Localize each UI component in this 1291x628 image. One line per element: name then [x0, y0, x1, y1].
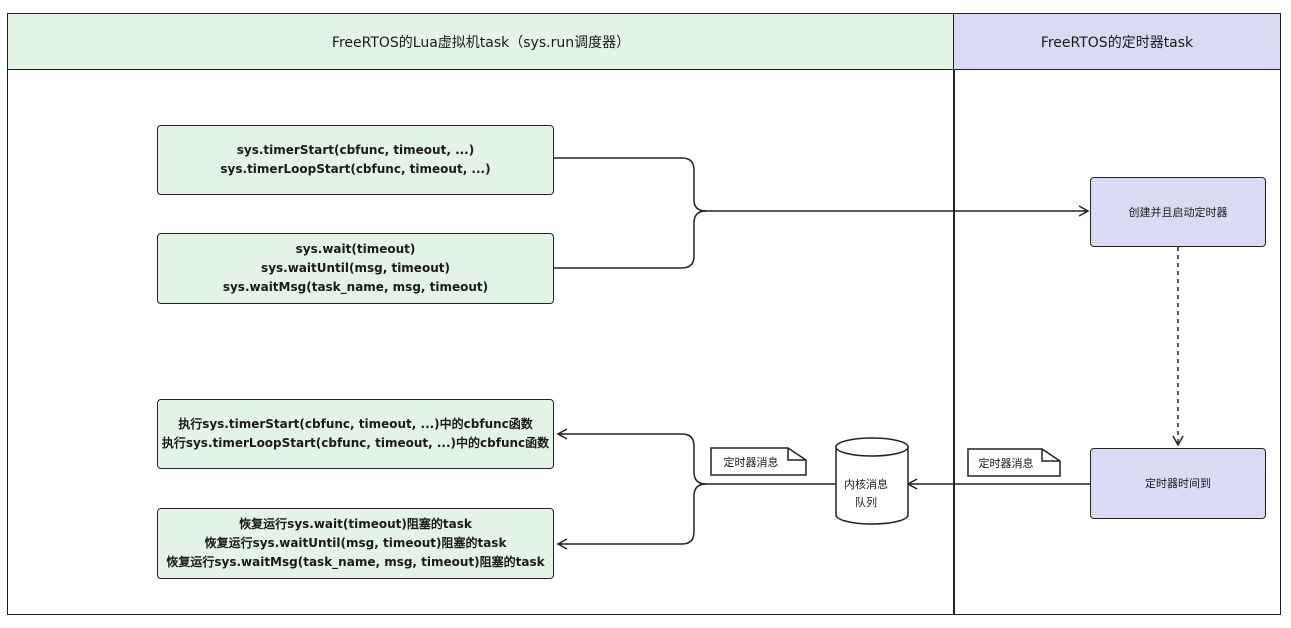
left-timer-msg-note: 定时器消息	[711, 448, 791, 475]
resume-line-3: 恢复运行sys.waitMsg(task_name, msg, timeout)…	[166, 555, 545, 569]
timer-start-box: sys.timerStart(cbfunc, timeout, ...) sys…	[157, 125, 554, 195]
kernel-queue-line-2: 队列	[855, 496, 877, 509]
wait-connector	[554, 210, 707, 269]
resume-task-box: 恢复运行sys.wait(timeout)阻塞的task 恢复运行sys.wai…	[157, 508, 554, 579]
lua-task-lane-header: FreeRTOS的Lua虚拟机task（sys.run调度器）	[7, 13, 955, 70]
exec-callback-box: 执行sys.timerStart(cbfunc, timeout, ...)中的…	[157, 399, 554, 469]
left-note-text: 定时器消息	[723, 455, 779, 469]
resume-connector	[556, 483, 707, 550]
timer-task-lane-title: FreeRTOS的定时器task	[1040, 34, 1194, 51]
create-timer-box: 创建并且启动定时器	[1090, 177, 1266, 247]
wait-line-3: sys.waitMsg(task_name, msg, timeout)	[222, 280, 489, 294]
exec-cb-line-2: 执行sys.timerLoopStart(cbfunc, timeout, ..…	[161, 436, 550, 450]
kernel-queue-label: 内核消息 队列	[836, 476, 896, 512]
timer-start-line-1: sys.timerStart(cbfunc, timeout, ...)	[236, 143, 475, 157]
right-note-shape	[967, 448, 1061, 477]
exec-cb-line-1: 执行sys.timerStart(cbfunc, timeout, ...)中的…	[178, 417, 533, 431]
left-note-shape	[710, 447, 807, 476]
timer-start-line-2: sys.timerLoopStart(cbfunc, timeout, ...)	[220, 162, 491, 176]
kernel-queue-line-1: 内核消息	[844, 478, 888, 491]
timer-expired-box: 定时器时间到	[1090, 448, 1266, 519]
timer-expired-label: 定时器时间到	[1145, 477, 1211, 490]
wait-line-2: sys.waitUntil(msg, timeout)	[261, 261, 450, 275]
lua-task-lane-title: FreeRTOS的Lua虚拟机task（sys.run调度器）	[331, 34, 631, 51]
resume-line-1: 恢复运行sys.wait(timeout)阻塞的task	[239, 517, 472, 531]
kernel-queue-cylinder	[835, 437, 909, 525]
lane-divider	[953, 69, 955, 615]
exec-cb-connector	[556, 428, 707, 485]
right-timer-msg-note: 定时器消息	[968, 449, 1044, 476]
right-note-text: 定时器消息	[978, 456, 1034, 470]
wait-line-1: sys.wait(timeout)	[295, 242, 416, 256]
wait-box: sys.wait(timeout) sys.waitUntil(msg, tim…	[157, 233, 554, 304]
resume-line-2: 恢复运行sys.waitUntil(msg, timeout)阻塞的task	[204, 536, 507, 550]
timer-start-connector	[554, 157, 707, 212]
create-timer-label: 创建并且启动定时器	[1128, 205, 1228, 219]
timer-task-lane-header: FreeRTOS的定时器task	[953, 13, 1281, 70]
